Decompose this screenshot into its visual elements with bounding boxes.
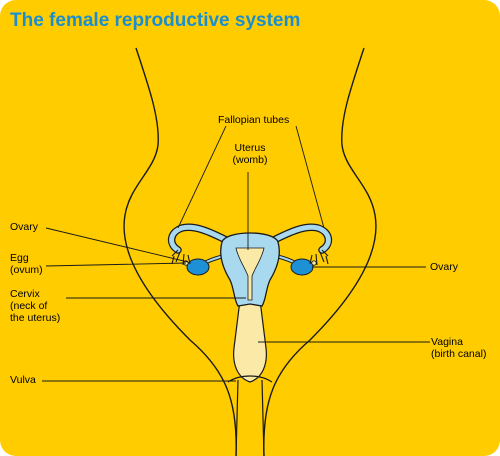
leg-line-left: [235, 379, 239, 456]
label-uterus: Uterus (womb): [232, 142, 268, 166]
uterine-cavity: [235, 247, 265, 301]
label-vagina: Vagina (birth canal): [431, 336, 487, 360]
label-ovary-left: Ovary: [10, 221, 39, 233]
label-ovary-right: Ovary: [430, 261, 459, 273]
ovary-right-shape: [290, 258, 314, 276]
label-egg: Egg (ovum): [10, 252, 43, 276]
ovary-left-shape: [186, 258, 210, 276]
leg-line-right: [261, 379, 265, 456]
vulva-shape: [227, 375, 273, 383]
egg-right: [311, 260, 317, 266]
body-outline-left: [123, 47, 237, 456]
body-outline-right: [263, 47, 377, 456]
vagina-shape: [233, 299, 267, 383]
label-vulva: Vulva: [10, 374, 36, 386]
label-fallopian-tubes: Fallopian tubes: [218, 114, 290, 126]
diagram-title: The female reproductive system: [10, 10, 301, 31]
label-cervix: Cervix (neck of the uterus): [10, 288, 61, 324]
leader-lines: [42, 125, 430, 382]
